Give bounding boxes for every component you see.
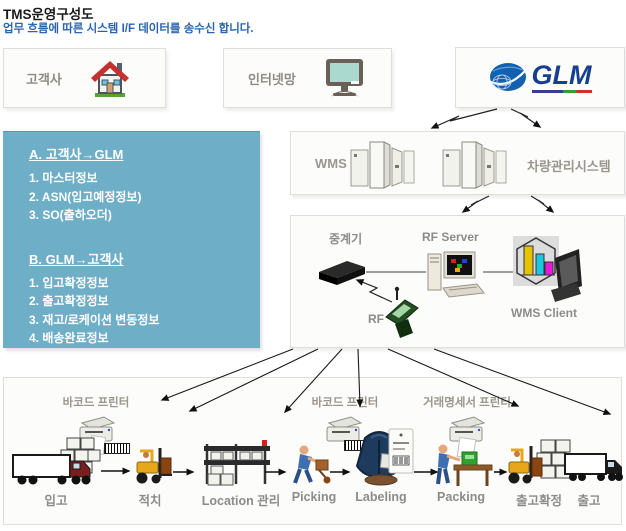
wms-system-box: WMS 차량관리시스템 bbox=[290, 131, 625, 195]
server-cluster-icon bbox=[349, 138, 415, 190]
page-title: TMS운영구성도 bbox=[3, 7, 94, 22]
step-label-outbound-confirm: 출고확정 bbox=[515, 494, 562, 508]
printer-icon bbox=[446, 415, 488, 445]
internet-box: 인터넷망 bbox=[223, 48, 392, 108]
outbound-truck-icon bbox=[564, 450, 624, 486]
printer-icon bbox=[323, 415, 365, 445]
barcode-icon bbox=[104, 443, 130, 454]
section-b-item: 1. 입고확정정보 bbox=[29, 275, 109, 290]
internet-label: 인터넷망 bbox=[248, 71, 296, 87]
label-tag-icon bbox=[388, 428, 414, 474]
section-b-item: 3. 재고/로케이션 변동정보 bbox=[29, 312, 160, 327]
step-label-labeling: Labeling bbox=[355, 490, 407, 504]
page-subtitle: 업무 흐름에 따른 시스템 I/F 데이터를 송수신 합니다. bbox=[3, 23, 254, 35]
step-label-packing: Packing bbox=[437, 490, 485, 504]
monitor-icon bbox=[320, 57, 368, 99]
section-a-item: 3. SO(출하오더) bbox=[29, 208, 112, 222]
rf-server-label: RF Server bbox=[422, 230, 479, 244]
repeater-label: 중계기 bbox=[329, 232, 363, 246]
rf-server-icon bbox=[427, 246, 485, 298]
zigzag-link-wms-rf-right bbox=[530, 195, 555, 213]
zigzag-link-wms-rf-left bbox=[461, 195, 490, 213]
repeater-icon bbox=[317, 258, 367, 288]
step-label-inbound: 입고 bbox=[44, 494, 68, 508]
wms-client-label: WMS Client bbox=[511, 306, 577, 320]
section-b-item: 4. 배송완료정보 bbox=[29, 331, 109, 345]
rf-label: RF bbox=[368, 312, 384, 326]
interface-data-panel: A. 고객사→GLM 1. 마스터정보 2. ASN(입고예정정보) 3. SO… bbox=[3, 131, 260, 348]
barcode-printer-left-label: 바코드 프린터 bbox=[62, 397, 130, 409]
inbound-truck-icon bbox=[12, 450, 102, 488]
customer-box: 고객사 bbox=[3, 48, 166, 108]
wms-label: WMS bbox=[315, 156, 347, 171]
glm-logo-underline bbox=[531, 89, 592, 93]
zigzag-link-glm-wms-left bbox=[430, 108, 498, 129]
wms-client-icon bbox=[513, 236, 583, 304]
rf-network-box: 중계기 RF Server RF bbox=[290, 215, 625, 348]
glm-box: GLM bbox=[455, 47, 625, 108]
section-a-item: 2. ASN(입고예정정보) bbox=[29, 189, 142, 204]
house-icon bbox=[88, 56, 132, 100]
customer-label: 고객사 bbox=[26, 71, 62, 87]
glm-logo-text: GLM bbox=[531, 59, 592, 90]
vehicle-system-label: 차량관리시스템 bbox=[527, 159, 611, 174]
step-label-picking: Picking bbox=[291, 490, 337, 504]
invoice-printer-label: 거래명세서 프린터 bbox=[423, 397, 511, 409]
zigzag-link-glm-wms-right bbox=[510, 108, 542, 128]
packing-station-icon bbox=[432, 442, 494, 488]
rf-handheld-icon bbox=[383, 286, 421, 342]
step-label-location: Location 관리 bbox=[201, 494, 281, 508]
step-label-outbound: 출고 bbox=[577, 494, 601, 508]
section-a-item: 1. 마스터정보 bbox=[29, 171, 98, 185]
server-cluster-icon bbox=[441, 138, 507, 190]
section-b-item: 2. 출고확정정보 bbox=[29, 294, 109, 308]
glm-globe-icon bbox=[489, 62, 527, 93]
printer-icon bbox=[76, 415, 118, 445]
step-label-putaway: 적치 bbox=[138, 494, 162, 508]
section-b-title: B. GLM→고객사 bbox=[29, 251, 124, 267]
barcode-printer-middle-label: 바코드 프린터 bbox=[311, 397, 379, 409]
rack-icon bbox=[202, 440, 272, 488]
section-a-title: A. 고객사→GLM bbox=[29, 147, 124, 162]
forklift-icon bbox=[130, 444, 174, 488]
warehouse-flow-box: 바코드 프린터 바코드 프린터 거래명세서 프린터 bbox=[3, 377, 624, 525]
picking-worker-icon bbox=[288, 444, 334, 488]
